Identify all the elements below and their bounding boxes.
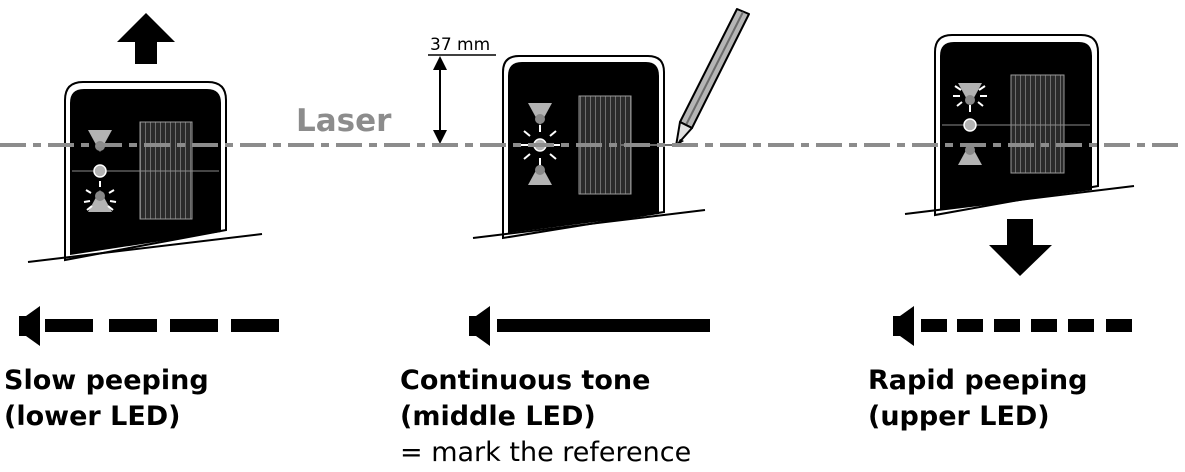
led-cone-icon — [953, 83, 987, 165]
caption-title: Continuous tone — [400, 365, 651, 396]
device-left — [27, 81, 263, 263]
ground-line — [27, 233, 263, 263]
speaker-icon — [893, 306, 914, 346]
ground-line — [472, 209, 706, 239]
laser-label: Laser — [296, 103, 392, 139]
caption-subtitle: (lower LED) — [4, 401, 181, 432]
sound-signal-rapid — [893, 306, 1132, 346]
caption-title: Slow peeping — [4, 365, 209, 396]
led-cone-icon — [520, 103, 560, 185]
speaker-icon — [469, 306, 490, 346]
down-arrow-icon — [989, 219, 1052, 276]
caption-title: Rapid peeping — [868, 365, 1088, 396]
dimension-label: 37 mm — [430, 35, 490, 55]
sound-signal-slow — [19, 306, 279, 346]
caption-rapid-peeping: Rapid peeping (upper LED) — [868, 363, 1087, 435]
up-arrow-icon — [117, 13, 175, 64]
caption-subtitle: (middle LED) — [400, 401, 596, 432]
caption-slow-peeping: Slow peeping (lower LED) — [4, 363, 209, 435]
caption-continuous-tone: Continuous tone (middle LED) = mark the … — [400, 363, 691, 471]
receiver-window — [1010, 74, 1065, 174]
dimension-marker — [428, 54, 496, 144]
ground-line — [904, 185, 1135, 215]
device-right — [904, 34, 1135, 217]
speaker-icon — [19, 306, 40, 346]
caption-subtitle: (upper LED) — [868, 401, 1050, 432]
sound-signal-continuous — [469, 306, 710, 346]
pencil-icon — [675, 8, 750, 147]
caption-note: = mark the reference — [400, 437, 692, 468]
